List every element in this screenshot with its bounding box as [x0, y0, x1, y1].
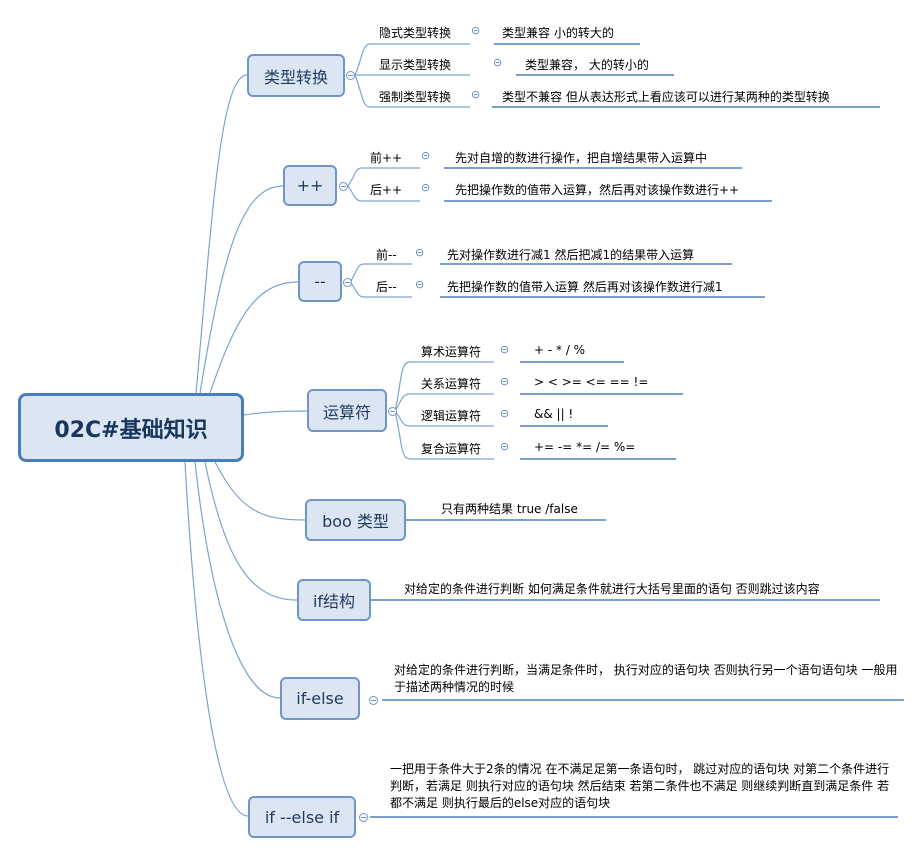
- collapse-icon[interactable]: ⊝: [500, 440, 510, 453]
- branch-increment[interactable]: ++: [283, 165, 337, 206]
- leaf-if-else-desc[interactable]: 对给定的条件进行判断，当满足条件时， 执行对应的语句块 否则执行另一个语句语句块…: [394, 663, 898, 694]
- branch-bool-type[interactable]: boo 类型: [305, 499, 406, 541]
- leaf-post-decrement-desc[interactable]: 先把操作数的值带入运算 然后再对该操作数进行减1: [447, 280, 723, 294]
- leaf-logical-operators[interactable]: 逻辑运算符: [421, 409, 482, 423]
- collapse-icon[interactable]: ⊝: [415, 246, 425, 259]
- collapse-toggle-icon[interactable]: [388, 407, 397, 416]
- collapse-icon[interactable]: ⊝: [493, 56, 503, 69]
- branch-if-structure[interactable]: if结构: [297, 579, 371, 621]
- collapse-icon[interactable]: ⊝: [500, 407, 510, 420]
- collapse-toggle-icon[interactable]: [343, 278, 352, 287]
- collapse-icon[interactable]: ⊝: [500, 375, 510, 388]
- collapse-icon[interactable]: ⊝: [471, 88, 481, 101]
- leaf-pre-decrement-desc[interactable]: 先对操作数进行减1 然后把减1的结果带入运算: [447, 248, 695, 262]
- leaf-compound-desc[interactable]: += -= *= /= %=: [534, 440, 636, 454]
- leaf-bool-desc[interactable]: 只有两种结果 true /false: [441, 502, 578, 516]
- branch-operators[interactable]: 运算符: [307, 389, 387, 432]
- branch-if-else-if[interactable]: if --else if: [248, 796, 356, 838]
- leaf-explicit-desc[interactable]: 类型兼容， 大的转小的: [525, 58, 649, 72]
- leaf-post-increment[interactable]: 后++: [370, 183, 403, 197]
- leaf-pre-increment[interactable]: 前++: [370, 151, 403, 165]
- leaf-if-desc[interactable]: 对给定的条件进行判断 如何满足条件就进行大括号里面的语句 否则跳过该内容: [404, 582, 820, 596]
- leaf-forced-desc[interactable]: 类型不兼容 但从表达形式上看应该可以进行某两种的类型转换: [502, 90, 830, 104]
- leaf-post-increment-desc[interactable]: 先把操作数的值带入运算，然后再对该操作数进行++: [455, 183, 740, 197]
- collapse-icon[interactable]: ⊝: [421, 149, 431, 162]
- collapse-toggle-icon[interactable]: [359, 813, 368, 822]
- collapse-icon[interactable]: ⊝: [415, 278, 425, 291]
- leaf-implicit-desc[interactable]: 类型兼容 小的转大的: [502, 26, 614, 40]
- collapse-toggle-icon[interactable]: [339, 182, 348, 191]
- collapse-toggle-icon[interactable]: [369, 696, 378, 705]
- leaf-implicit-conversion[interactable]: 隐式类型转换: [379, 26, 452, 40]
- leaf-forced-conversion[interactable]: 强制类型转换: [379, 90, 452, 104]
- leaf-arithmetic-desc[interactable]: + - * / %: [534, 343, 586, 357]
- root-topic[interactable]: 02C#基础知识: [18, 393, 244, 462]
- leaf-relational-operators[interactable]: 关系运算符: [421, 377, 482, 391]
- leaf-post-decrement[interactable]: 后--: [376, 280, 397, 294]
- branch-type-conversion[interactable]: 类型转换: [247, 54, 345, 97]
- leaf-if-else-if-desc[interactable]: 一把用于条件大于2条的情况 在不满足足第一条语句时， 跳过对应的语句块 对第二个…: [390, 762, 890, 810]
- branch-if-else[interactable]: if-else: [280, 677, 360, 720]
- collapse-icon[interactable]: ⊝: [421, 181, 431, 194]
- collapse-icon[interactable]: ⊝: [471, 24, 481, 37]
- leaf-arithmetic-operators[interactable]: 算术运算符: [421, 345, 482, 359]
- leaf-logical-desc[interactable]: && || !: [534, 407, 574, 421]
- leaf-explicit-conversion[interactable]: 显示类型转换: [379, 58, 452, 72]
- collapse-toggle-icon[interactable]: [346, 71, 355, 80]
- leaf-pre-decrement[interactable]: 前--: [376, 248, 397, 262]
- leaf-compound-operators[interactable]: 复合运算符: [421, 442, 482, 456]
- leaf-pre-increment-desc[interactable]: 先对自增的数进行操作，把自增结果带入运算中: [455, 151, 708, 165]
- branch-decrement[interactable]: --: [298, 261, 342, 302]
- leaf-relational-desc[interactable]: > < >= <= == !=: [534, 375, 649, 389]
- collapse-icon[interactable]: ⊝: [500, 343, 510, 356]
